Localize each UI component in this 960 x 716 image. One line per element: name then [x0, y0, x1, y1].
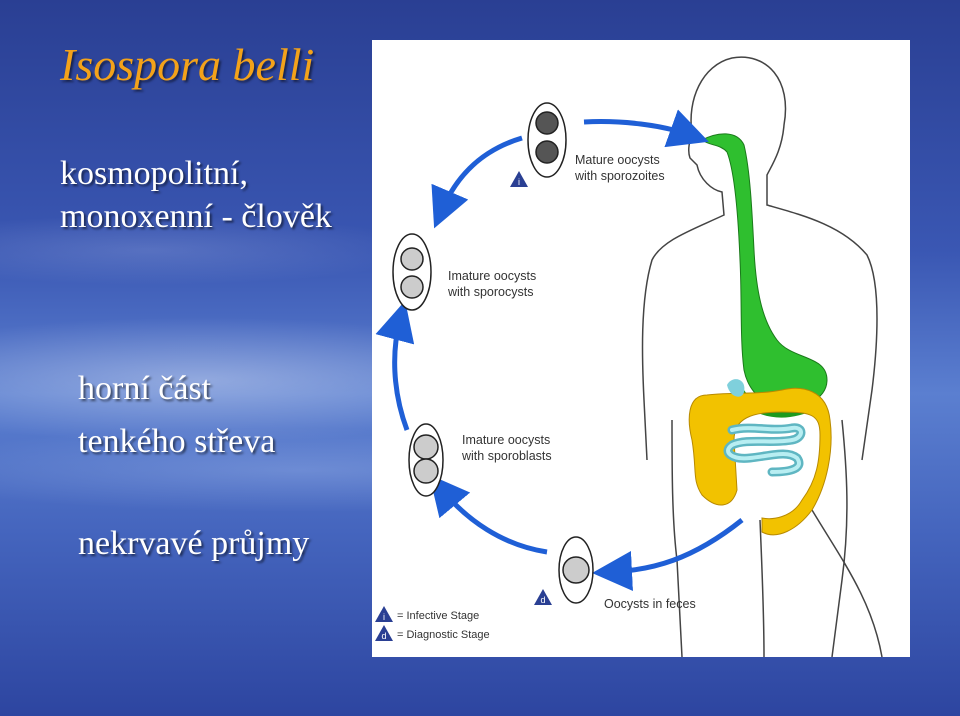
small-intestine [723, 423, 806, 477]
life-cycle-diagram: i d Mature oocysts with sporozoites Imat… [372, 40, 910, 657]
diagnostic-marker: d [534, 589, 552, 605]
text-line-1: kosmopolitní, [60, 155, 248, 192]
oocyst-mature [527, 102, 567, 178]
svg-text:i: i [383, 612, 385, 622]
oocyst-sporoblasts [408, 423, 444, 497]
colon [688, 387, 832, 536]
label-mature-2: with sporozoites [574, 169, 665, 183]
label-sporoblasts-2: with sporoblasts [461, 449, 552, 463]
infective-marker: i [510, 171, 528, 187]
label-sporocysts-2: with sporocysts [447, 285, 533, 299]
label-sporoblasts-1: Imature oocysts [462, 433, 550, 447]
text-line-4: tenkého střeva [78, 423, 276, 460]
legend-diagnostic: = Diagnostic Stage [397, 629, 490, 641]
esophagus-stomach [701, 133, 828, 407]
text-line-3: horní část [78, 370, 212, 407]
human-body-outline [641, 56, 883, 657]
label-sporocysts-1: Imature oocysts [448, 269, 536, 283]
oocyst-feces [558, 536, 594, 604]
svg-text:d: d [381, 631, 386, 641]
text-line-2: monoxenní - člověk [60, 198, 332, 235]
svg-text:i: i [518, 177, 520, 187]
oocyst-sporocysts [392, 233, 432, 311]
label-feces: Oocysts in feces [604, 597, 696, 611]
text-line-5: nekrvavé průjmy [78, 525, 310, 562]
legend-infective: = Infective Stage [397, 610, 479, 622]
legend: i = Infective Stage d = Diagnostic Stage [375, 606, 490, 641]
svg-text:d: d [540, 595, 545, 605]
cycle-arrows [375, 109, 744, 591]
label-mature-1: Mature oocysts [575, 153, 660, 167]
slide-title: Isospora belli [60, 39, 315, 90]
